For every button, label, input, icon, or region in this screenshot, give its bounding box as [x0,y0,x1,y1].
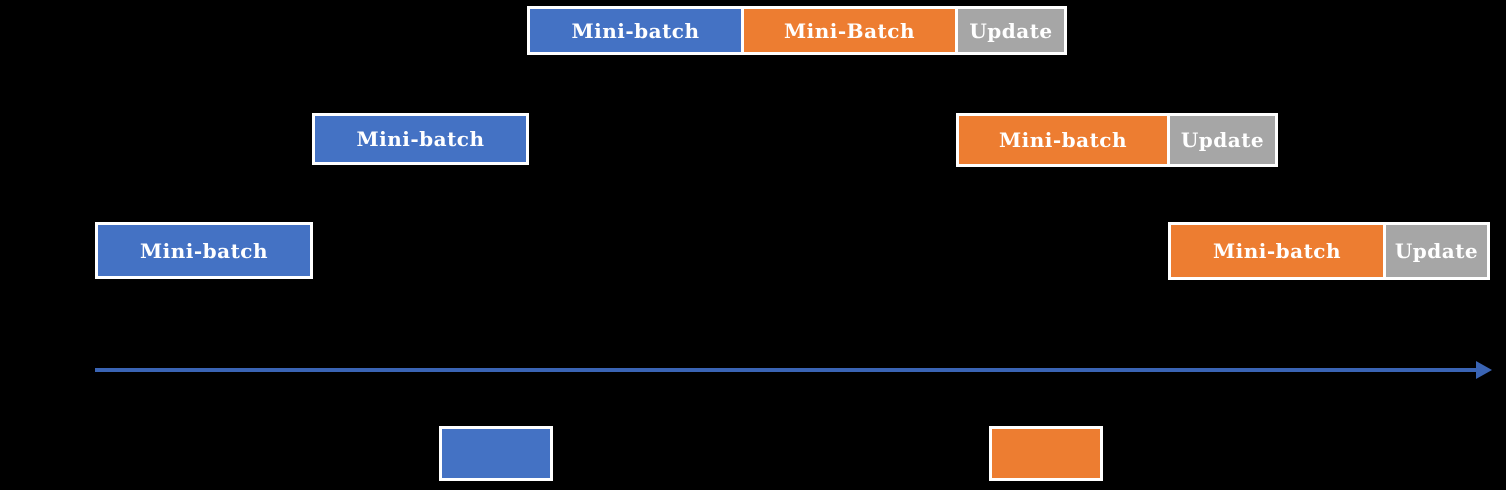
top-center-box: Mini-batch Mini-Batch Update [527,6,1067,55]
legend-swatch-blue [439,426,553,481]
segment-label: Mini-batch [356,127,485,151]
update-segment: Update [1386,225,1487,277]
minibatch-segment-blue: Mini-batch [98,225,310,276]
update-segment: Update [1170,116,1275,164]
bottom-right-box: Mini-batch Update [1168,222,1490,280]
minibatch-segment-orange: Mini-Batch [744,9,955,52]
timeline-arrow-head [1476,361,1492,379]
update-segment: Update [958,9,1064,52]
segment-label: Update [1394,239,1479,263]
segment-label: Mini-batch [998,128,1128,152]
legend-swatch-orange [989,426,1103,481]
segment-label: Mini-batch [571,18,700,43]
minibatch-segment-orange: Mini-batch [1171,225,1383,277]
segment-label: Mini-batch [1212,239,1342,263]
middle-right-box: Mini-batch Update [956,113,1278,167]
middle-left-box: Mini-batch [312,113,529,165]
segment-label: Mini-Batch [784,18,915,43]
minibatch-segment-blue: Mini-batch [315,116,526,162]
timeline-arrow-line [95,368,1478,372]
segment-label: Update [1180,128,1265,152]
segment-label: Mini-batch [139,238,269,263]
segment-label: Update [969,18,1053,43]
minibatch-segment-blue: Mini-batch [530,9,741,52]
minibatch-segment-orange: Mini-batch [959,116,1167,164]
bottom-left-box: Mini-batch [95,222,313,279]
